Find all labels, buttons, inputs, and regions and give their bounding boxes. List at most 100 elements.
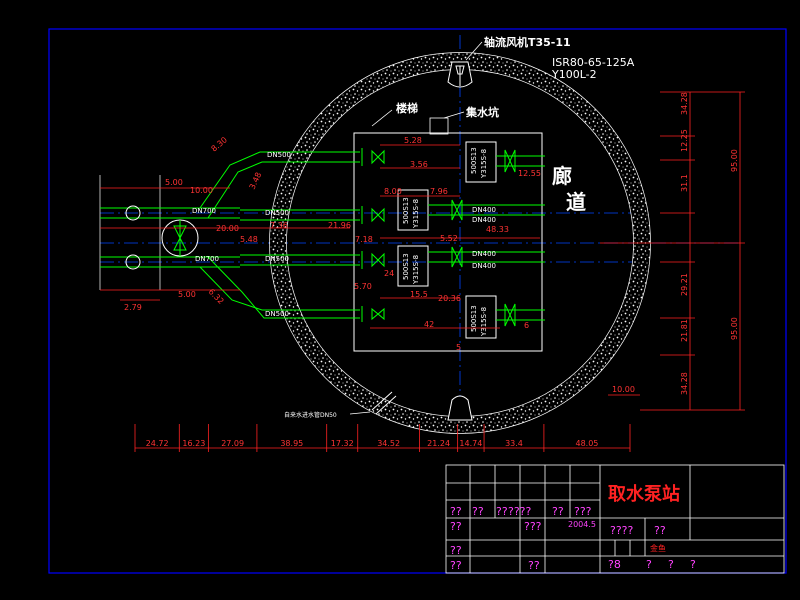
tb-row-a-3: ??: [496, 505, 508, 518]
dim-left-9: 7.18: [355, 235, 373, 244]
stairs-label: 楼梯: [396, 101, 418, 115]
dim-right-4: 29.21: [680, 273, 689, 296]
dim-left-7: 7.36: [270, 221, 288, 230]
bottom-dimension-chain: 24.72 16.23 27.09 38.95 17.32 34.52 21.24 14.74…: [134, 424, 631, 452]
dim-left-2: 3.48: [248, 171, 264, 191]
motor-model-label: Y100L-2: [551, 68, 597, 81]
tb-small-red: 金鱼: [650, 543, 666, 553]
dim-left-1: 8.30: [210, 135, 229, 153]
dim-inner-13: 6: [524, 321, 529, 330]
pipe-label-dn500-d: DN500: [265, 310, 289, 318]
dim-inner-2: 3.56: [410, 160, 428, 169]
bottom-dim-label: 27.09: [221, 439, 244, 448]
title-block-date: 2004.5: [568, 520, 596, 529]
water-supply-label: 自来水进水管DN50: [284, 411, 337, 419]
pump-1-submodel: Y315S-8: [480, 149, 488, 179]
dim-left-3: 5.00: [165, 178, 183, 187]
pump-labels: 500S13 Y315S-8 500S13 Y315S-8 500S13 Y31…: [402, 147, 488, 337]
pump-2-model: 500S13: [402, 197, 410, 224]
tb-mid-text: ????: [610, 524, 634, 537]
dim-inner-1: 5.28: [404, 136, 422, 145]
pipe-label-dn400-b: DN400: [472, 216, 496, 224]
pipe-labels: DN500 DN500 DN500 DN500 DN700 DN700 DN40…: [192, 151, 496, 318]
suction-header: [99, 175, 240, 290]
dim-inner-8: 24: [384, 269, 394, 278]
drawing-title: 取水泵站: [608, 483, 680, 505]
dim-right-3: 31.1: [680, 174, 689, 192]
dim-right-2: 12.25: [680, 129, 689, 152]
tb-left-col-2: ??: [450, 559, 462, 572]
sump-label: 集水坑: [465, 105, 499, 119]
dim-inner-4: 8.00: [384, 187, 402, 196]
tb-mid-text-2: ??: [654, 524, 666, 537]
bottom-dim-label: 48.05: [575, 439, 598, 448]
pump-4-model: 500S13: [470, 305, 478, 332]
dim-left-4: 10.00: [190, 186, 213, 195]
tb-row-a-2: ??: [472, 505, 484, 518]
dim-right-total-top: 95.00: [730, 149, 739, 172]
pump-3-submodel: Y315S-8: [412, 255, 420, 285]
pipe-label-dn700-a: DN700: [192, 207, 216, 215]
water-supply-pipe: [371, 391, 397, 415]
pipe-label-dn500-c: DN500: [265, 255, 289, 263]
branch-valves: [361, 148, 385, 322]
pump-4-submodel: Y315S-8: [480, 307, 488, 337]
bottom-dim-label: 21.24: [427, 439, 450, 448]
tb-bottom-1: ?8: [608, 558, 621, 571]
bottom-dim-label: 14.74: [459, 439, 482, 448]
tb-row-a-4: ????: [508, 505, 532, 518]
dim-inner-11: 42: [424, 320, 434, 329]
tb-bottom-2: ?: [646, 558, 652, 571]
pipe-label-dn500-b: DN500: [265, 209, 289, 217]
drawing-border: [48, 28, 787, 574]
pump-units: [397, 141, 497, 339]
tb-row-a-1: ??: [450, 505, 462, 518]
dim-inner-6: 48.33: [486, 225, 509, 234]
dim-inner-12: 5: [456, 343, 461, 352]
dim-inner-3: 12.55: [518, 169, 541, 178]
bottom-dim-label: 17.32: [331, 439, 354, 448]
pump-1-model: 500S13: [470, 147, 478, 174]
tb-row-a-5: ??: [552, 505, 564, 518]
dim-left-12: 2.79: [124, 303, 142, 312]
corridor-label-1: 廊: [552, 164, 572, 188]
corridor-label-2: 道: [566, 190, 586, 214]
tb-bottom-3: ?: [668, 558, 674, 571]
bottom-dim-label: 24.72: [146, 439, 169, 448]
outlet-pipes: [428, 149, 545, 327]
pump-2-submodel: Y315S-8: [412, 199, 420, 229]
dim-inner-10: 20.36: [438, 294, 461, 303]
pipe-label-dn500-a: DN500: [267, 151, 291, 159]
title-block: [445, 464, 785, 574]
tb-bottom-4: ?: [690, 558, 696, 571]
bottom-dim-label: 34.52: [377, 439, 400, 448]
dim-left-11: 5.00: [178, 290, 196, 299]
dim-inner-9: 15.5: [410, 290, 428, 299]
pipe-label-dn700-b: DN700: [195, 255, 219, 263]
sump-pit: [429, 117, 449, 135]
pump-model-label: ISR80-65-125A: [552, 56, 635, 69]
dim-left-8: 21.96: [328, 221, 351, 230]
tb-mid-col: ??: [528, 559, 540, 572]
bottom-dim-label: 38.95: [280, 439, 303, 448]
tb-left-col-1: ??: [450, 544, 462, 557]
dim-left-10: 5.70: [354, 282, 372, 291]
dim-inner-7: 5.52: [440, 234, 458, 243]
bottom-dim-label: 16.23: [182, 439, 205, 448]
fan-symbol: [455, 65, 465, 75]
right-dimension-labels: 34.28 12.25 31.1 95.00 29.21 21.81 34.28…: [612, 92, 739, 395]
pipe-label-dn400-c: DN400: [472, 250, 496, 258]
inner-dimension-labels: 5.28 3.56 12.55 8.00 7.96 48.33 5.52 24 …: [370, 136, 541, 352]
tb-row-a-6: ???: [574, 505, 592, 518]
pump-3-model: 500S13: [402, 253, 410, 280]
title-block-text: 取水泵站 2004.5 ?? ?? ?? ???? ?? ??? ?? ??? …: [450, 483, 696, 572]
bottom-dim-label: 33.4: [505, 439, 523, 448]
pipe-label-dn400-d: DN400: [472, 262, 496, 270]
dim-left-6: 5.48: [240, 235, 258, 244]
pipe-label-dn400-a: DN400: [472, 206, 496, 214]
dim-right-5: 21.81: [680, 319, 689, 342]
right-dimension-chains: [600, 91, 745, 411]
tb-row-b-2: ???: [524, 520, 542, 533]
discharge-branches: [199, 151, 360, 319]
